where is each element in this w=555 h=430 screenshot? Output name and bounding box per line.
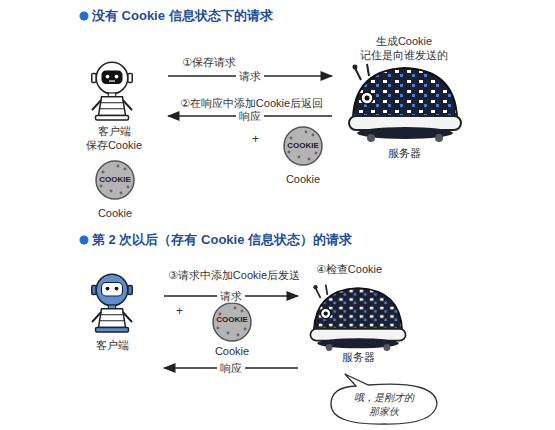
client-robot-part [99,309,126,328]
speech-text: 哦，是刚才的那家伙 [351,391,417,419]
cookie-node: COOKIE Cookie [88,160,142,224]
cookie-speck [219,313,222,316]
client-robot-part [99,97,126,116]
cookie-speck [237,334,240,337]
server-robot-part [353,68,457,118]
server-robot-part [324,311,328,315]
cookie-speck [290,137,293,140]
server-robot [349,64,461,142]
section-heading: 没有 Cookie 信息状态下的请求 [92,9,273,23]
node-label: 客户端 [76,338,148,352]
bullet-dot [80,12,89,21]
client-robot-part [106,287,110,291]
server-robot-part [435,134,443,142]
client-node: 客户端 保存Cookie [62,50,166,154]
cookie-speck [288,151,291,154]
server-robot-part [384,344,391,351]
server-robot-part [313,285,317,289]
server-robot-part [367,134,375,142]
cookie-node: COOKIE Cookie [205,302,259,364]
cookie-speck [217,327,220,330]
cookie-speck [100,185,103,188]
cookie-label: Cookie [205,344,259,358]
client-robot-part [102,71,123,85]
step-label: ③请求中添加Cookie后发送 [168,268,300,282]
cookie-speck [117,165,120,168]
cookie-speck [312,134,315,137]
client-robot-part [96,62,128,94]
cookie-speck [244,328,247,331]
client-robot-part [102,283,123,297]
client-robot [92,274,133,332]
edge-label: 响应 [236,110,264,123]
step-label: ①保存请求 [182,55,236,69]
client-robot-part [106,75,110,79]
client-robot-part [96,116,129,121]
server-node: 生成Cookie 记住是向谁发送的服务器 [334,34,474,164]
server-node: 服务器 [300,282,416,378]
cookie-speck [110,190,113,193]
cookie-lettering: COOKIE [88,175,142,185]
edge-label: 请求 [217,290,245,303]
node-label: 服务器 [308,350,408,364]
client-robot-part [100,315,124,321]
cookie-speck [315,152,318,155]
client-robot-part [96,328,129,333]
cookie-label: Cookie [88,206,142,220]
server-robot [310,285,405,351]
cookie-lettering: COOKIE [276,141,330,151]
edge-label: 响应 [217,362,245,375]
step-label: ④检查Cookie [316,262,382,276]
client-node: 客户端 [62,262,162,374]
plus-sign: + [176,304,183,318]
node-label: 生成Cookie 记住是向谁发送的 [339,34,469,62]
plus-sign: + [252,132,259,146]
server-robot-part [361,92,373,104]
server-robot-part [321,308,331,318]
client-robot-part [115,287,119,291]
cookie-speck [120,192,123,195]
server-robot-part [314,288,402,331]
node-label: 客户端 保存Cookie [78,124,150,152]
cookie-speck [102,171,105,174]
node-label: 服务器 [339,146,469,160]
client-robot [92,62,133,120]
client-robot-part [109,80,115,81]
server-robot-part [353,65,358,70]
server-robot-part [365,96,370,101]
client-robot-part [115,75,119,79]
client-robot-part [96,274,128,306]
client-robot-part [93,313,132,322]
server-robot-part [326,344,333,351]
cookie-speck [298,156,301,159]
cookie-label: Cookie [276,172,330,186]
cookie-speck [234,307,237,310]
cookie-speck [305,131,308,134]
client-robot-part [93,101,132,110]
cookie-speck [241,310,244,313]
client-robot-part [100,103,124,109]
cookie-speck [127,186,130,189]
cookie-speck [227,332,230,335]
bubble-shape [328,382,440,426]
section-heading: 第 2 次以后（存有 Cookie 信息状态）的请求 [92,233,352,247]
cookie-speck [124,168,127,171]
cookie-node: COOKIE Cookie [276,126,330,190]
speech-bubble: 哦，是刚才的那家伙 [328,382,440,426]
cookie-speck [308,158,311,161]
step-label: ②在响应中添加Cookie后返回 [180,96,323,110]
edge-label: 请求 [236,70,264,83]
cookie-lettering: COOKIE [205,315,259,325]
bullet-dot [80,236,89,245]
bubble-shape [331,374,437,424]
